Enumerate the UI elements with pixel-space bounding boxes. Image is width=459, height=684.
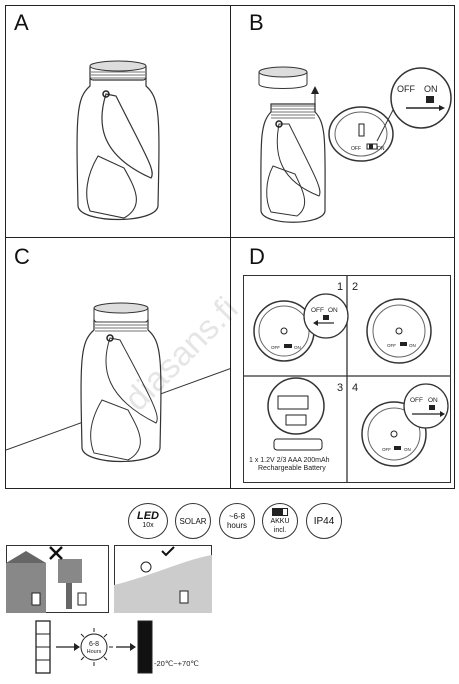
step3-num: 3 [337, 382, 343, 394]
charging-diagram: 6-8 Hours -20℃~+70℃ [35, 620, 199, 674]
b-switch-off: OFF [397, 84, 415, 94]
led-sub: 10x [142, 522, 154, 529]
step4-small-on: ON [404, 447, 411, 452]
step1-on: ON [328, 307, 338, 314]
step4-small-off: OFF [382, 447, 391, 452]
panel-d-label: D [249, 244, 265, 269]
panel-a: A [5, 5, 231, 238]
ip-title: IP44 [313, 515, 335, 527]
b-small-off: OFF [351, 146, 361, 152]
step3-battery-line2: Rechargeable Battery [258, 465, 326, 472]
panel-a-label: A [14, 10, 29, 35]
placement-shade-illustration [6, 545, 109, 613]
b-switch-on: ON [424, 84, 438, 94]
step2-num: 2 [352, 281, 358, 293]
step1-small-off: OFF [271, 345, 280, 350]
panel-c-label: C [14, 244, 30, 269]
akku-badge: AKKU incl. [262, 503, 298, 539]
charge-hours-top: 6-8 [89, 641, 99, 648]
step1-off: OFF [311, 307, 324, 314]
step4-off: OFF [410, 397, 423, 404]
jar-illustration-b: OFF ON OFF ON [258, 66, 452, 223]
charge-temperature: -20℃~+70℃ [154, 659, 199, 668]
step1-num: 1 [337, 281, 343, 293]
battery-icon [272, 507, 288, 516]
steps-frame: OFF ON OFF ON 1 OFF ON 2 3 1 x 1.2V 2/3 … [243, 275, 451, 483]
panel-b: B OFF ON OFF ON [230, 5, 455, 238]
jar-illustration-c [6, 302, 232, 462]
charge-hours-bottom: Hours [87, 649, 102, 655]
b-small-on: ON [377, 146, 385, 152]
hours-badge: ~6-8 hours [219, 503, 255, 539]
step3-battery-line1: 1 x 1.2V 2/3 AAA 200mAh [249, 457, 330, 464]
solar-title: SOLAR [179, 516, 207, 526]
hours-title: ~6-8 [228, 512, 246, 521]
led-title: LED [137, 510, 159, 522]
step2-small-on: ON [409, 343, 416, 348]
steps-grid: OFF ON OFF ON 1 OFF ON 2 3 1 x 1.2V 2/3 … [244, 276, 450, 482]
step1-small-on: ON [294, 345, 301, 350]
akku-title: AKKU [270, 517, 290, 525]
panel-b-label: B [249, 10, 264, 35]
solar-badge: SOLAR [175, 503, 211, 539]
step2-small-off: OFF [387, 343, 396, 348]
akku-sub: incl. [273, 526, 287, 534]
led-badge: LED 10x [128, 503, 168, 539]
jar-illustration-a [76, 60, 160, 220]
hours-sub: hours [226, 521, 247, 530]
ip-badge: IP44 [306, 503, 342, 539]
panel-c: C [5, 237, 232, 489]
step4-num: 4 [352, 382, 358, 394]
step4-on: ON [428, 397, 438, 404]
placement-sun-illustration [114, 545, 212, 613]
panel-d: D OFF ON OFF ON 1 OFF ON 2 [230, 237, 455, 489]
